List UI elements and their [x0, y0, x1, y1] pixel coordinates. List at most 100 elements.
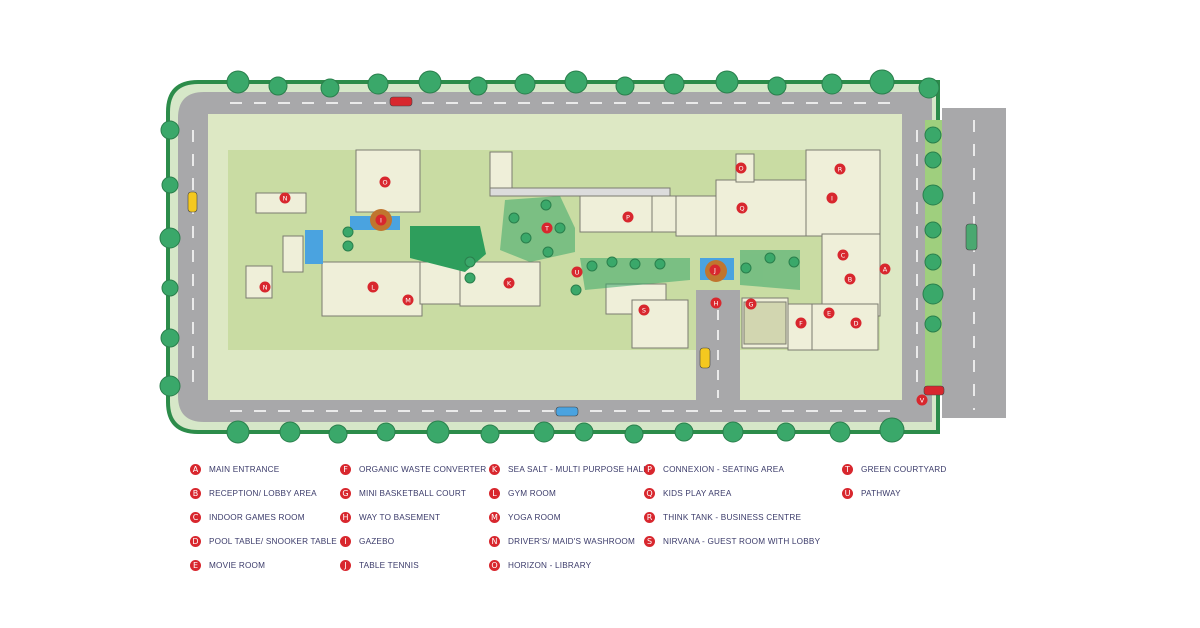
car-bottom [555, 406, 579, 417]
courtyards [500, 196, 800, 290]
tree-7 [564, 70, 588, 94]
marker-Q-label: Q [739, 205, 744, 213]
tree-49 [570, 284, 582, 296]
tree-26 [480, 424, 500, 444]
tree-32 [776, 422, 796, 442]
tree-45 [586, 260, 598, 272]
marker-S: S [638, 304, 650, 316]
tree-42 [508, 212, 520, 224]
tree-10 [715, 70, 739, 94]
tree-41 [924, 315, 942, 333]
car-top [389, 96, 413, 107]
marker-T: T [541, 222, 553, 234]
marker-D: D [850, 317, 862, 329]
marker-N-2-label: N [263, 284, 268, 292]
marker-T-label: T [544, 225, 549, 233]
marker-V: V [916, 394, 928, 406]
marker-K: K [503, 277, 515, 289]
marker-C: C [837, 249, 849, 261]
tree-27 [533, 421, 555, 443]
marker-N-2: N [259, 281, 271, 293]
marker-M: M [402, 294, 414, 306]
marker-H-label: H [714, 300, 719, 308]
car-left [187, 191, 198, 213]
tree-14 [918, 77, 940, 99]
tree-0 [226, 70, 250, 94]
tree-20 [159, 375, 181, 397]
tree-25 [426, 420, 450, 444]
tree-12 [821, 73, 843, 95]
tree-33 [829, 421, 851, 443]
tree-55 [464, 256, 476, 268]
tree-17 [159, 227, 181, 249]
tree-13 [869, 69, 895, 95]
truck-right [965, 223, 978, 251]
marker-I-2-label: I [380, 217, 382, 225]
tree-15 [160, 120, 180, 140]
marker-O-label: O [382, 179, 387, 187]
marker-O: O [379, 176, 391, 188]
tree-53 [342, 226, 354, 238]
marker-L: L [367, 281, 379, 293]
marker-V-label: V [920, 397, 925, 405]
car-exit [923, 385, 945, 396]
cars [187, 96, 978, 417]
marker-U-label: U [575, 269, 580, 277]
tree-4 [418, 70, 442, 94]
tree-24 [376, 422, 396, 442]
tree-29 [624, 424, 644, 444]
marker-P: P [622, 211, 634, 223]
marker-R-label: R [838, 166, 843, 174]
tree-39 [924, 253, 942, 271]
tree-56 [464, 272, 476, 284]
marker-K-label: K [507, 280, 512, 288]
marker-Q: Q [736, 202, 748, 214]
tree-57 [554, 222, 566, 234]
tree-2 [320, 78, 340, 98]
tree-35 [924, 126, 942, 144]
marker-N-label: N [283, 195, 288, 203]
marker-F-label: F [799, 320, 803, 328]
marker-R: R [834, 163, 846, 175]
marker-D-label: D [853, 320, 858, 328]
tree-28 [574, 422, 594, 442]
tree-50 [740, 262, 752, 274]
marker-M-label: M [405, 297, 411, 305]
tree-58 [520, 232, 532, 244]
tree-38 [924, 221, 942, 239]
marker-S-label: S [642, 307, 646, 315]
tree-23 [328, 424, 348, 444]
marker-Q-duplicate: O [735, 162, 747, 174]
buildings [245, 149, 881, 351]
marker-G-label: G [748, 301, 753, 309]
marker-F: F [795, 317, 807, 329]
tree-6 [514, 73, 536, 95]
marker-E-label: E [827, 310, 831, 318]
marker-H: H [710, 297, 722, 309]
tree-5 [468, 76, 488, 96]
tree-44 [542, 246, 554, 258]
tree-9 [663, 73, 685, 95]
marker-I: I [826, 192, 838, 204]
tree-21 [226, 420, 250, 444]
marker-J: J [709, 264, 721, 276]
tree-43 [540, 199, 552, 211]
car-ramp [699, 347, 711, 369]
marker-B: B [844, 273, 856, 285]
tree-11 [767, 76, 787, 96]
tree-1 [268, 76, 288, 96]
tree-46 [606, 256, 618, 268]
basement-ramp [696, 290, 740, 400]
tree-47 [629, 258, 641, 270]
tree-40 [922, 283, 944, 305]
trees [159, 69, 944, 444]
tree-19 [160, 328, 180, 348]
marker-N: N [279, 192, 291, 204]
tree-31 [722, 421, 744, 443]
marker-L-label: L [371, 284, 375, 292]
tree-3 [367, 73, 389, 95]
tree-18 [161, 279, 179, 297]
pool-left [305, 230, 323, 264]
marker-U: U [571, 266, 583, 278]
